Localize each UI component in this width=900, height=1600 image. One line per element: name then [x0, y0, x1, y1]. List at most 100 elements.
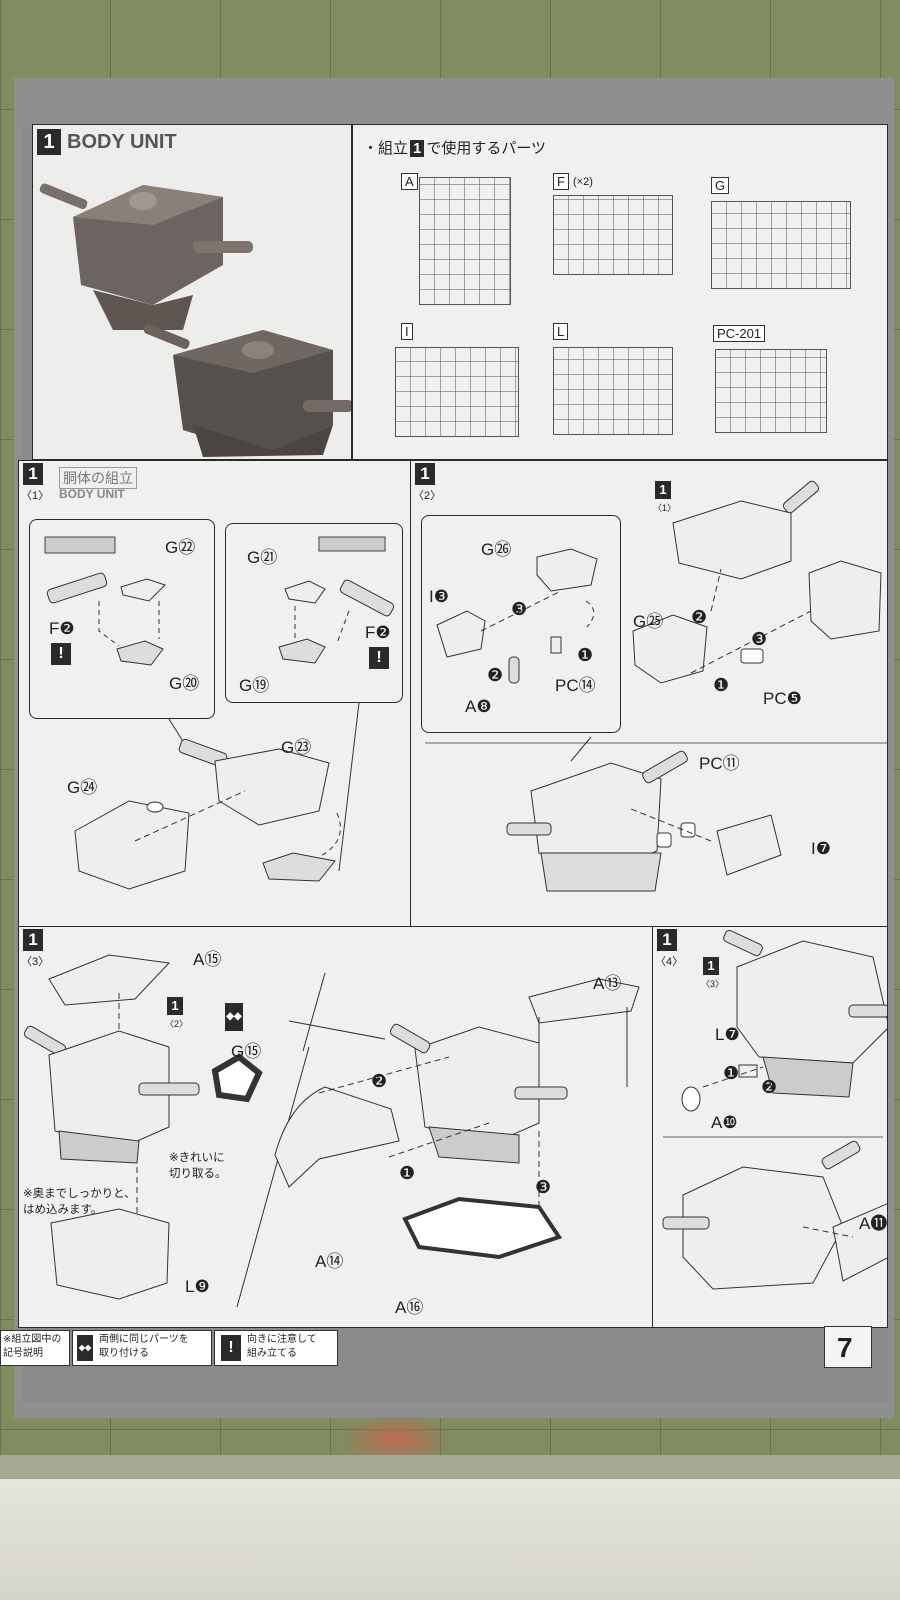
runner-pc201 — [715, 349, 827, 433]
step-1-2-panel: 1 〈2〉 1 〈1〉 — [410, 460, 888, 928]
step-1-3-diagram — [23, 954, 640, 1308]
part-i3: I❸ — [429, 587, 449, 606]
part-a13: A⑬ — [593, 974, 622, 993]
reference-step: 1 — [703, 957, 719, 975]
part-g24: G㉔ — [67, 778, 98, 797]
part-g26: G㉖ — [481, 540, 512, 559]
part-l9: L❾ — [185, 1277, 210, 1296]
warning-icon: ! — [221, 1335, 241, 1361]
runner-a-label: A — [401, 173, 418, 190]
callout-right — [225, 523, 403, 703]
part-g23: G㉓ — [281, 738, 312, 757]
part-f2-right: F❷ — [365, 623, 391, 642]
order-marker: ❸ — [751, 629, 768, 649]
runner-f-label: F — [553, 173, 569, 190]
legend-title: 記号説明 — [3, 1348, 43, 1359]
part-pc5: PC❺ — [763, 689, 802, 708]
step-number: 1 — [23, 463, 43, 485]
step-1-3-panel: 1 〈3〉 1 〈2〉 ◆◆ — [18, 926, 654, 1328]
part-pc14: PC⑭ — [555, 676, 596, 695]
part-i7: I❼ — [811, 839, 831, 858]
step-1-1-diagram — [44, 536, 395, 890]
legend-pair-text: 両側に同じパーツを — [99, 1334, 189, 1345]
table-edge — [0, 1455, 900, 1600]
page-number: 7 — [837, 1332, 853, 1363]
part-g21: G㉑ — [247, 548, 278, 567]
part-a15: A⑮ — [193, 950, 222, 969]
substep-label: 〈2〉 — [413, 490, 442, 502]
runner-i — [395, 347, 519, 437]
legend-title-box: ※組立図中の 記号説明 — [0, 1330, 70, 1366]
part-a14: A⑭ — [315, 1252, 344, 1271]
part-g20: G⑳ — [169, 674, 200, 693]
step-number: 1 — [23, 929, 43, 951]
pair-symbol-icon: ◆◆ — [225, 1003, 243, 1031]
order-marker: ❷ — [371, 1071, 388, 1091]
part-g22: G㉒ — [165, 538, 196, 557]
step-1-1-panel: 1 〈1〉 胴体の組立 BODY UNIT — [18, 460, 412, 928]
fit-firmly-note: ※奥までしっかりと、はめ込みます。 — [23, 1186, 136, 1216]
runner-pc201-label: PC-201 — [713, 325, 766, 342]
legend-warning-box: ! 向きに注意して 組み立てる — [214, 1330, 338, 1366]
order-marker: ❷ — [487, 665, 504, 685]
part-a10: A❿ — [711, 1113, 738, 1132]
part-g15: G⑮ — [231, 1042, 262, 1061]
step-1-4-diagram — [662, 929, 887, 1290]
reference-substep: 〈2〉 — [165, 1019, 189, 1029]
part-l7: L❼ — [715, 1025, 740, 1044]
runner-g-label: G — [711, 177, 730, 194]
legend-pair-box: ◆◆ 両側に同じパーツを 取り付ける — [72, 1330, 212, 1366]
order-marker: ❸ — [511, 599, 528, 619]
legend-warning-text: 組み立てる — [247, 1348, 297, 1359]
runner-g — [711, 201, 851, 289]
warning-icon: ! — [369, 647, 389, 669]
order-marker: ❷ — [761, 1077, 778, 1097]
pair-symbol-icon: ◆◆ — [77, 1335, 93, 1361]
page-number-box: 7 — [824, 1326, 872, 1368]
part-g19: G⑲ — [239, 676, 270, 695]
order-marker: ❶ — [713, 675, 730, 695]
runner-f — [553, 195, 673, 275]
body-unit-photo-panel: 1 BODY UNIT — [32, 124, 352, 460]
step-1-2-diagram — [425, 480, 887, 892]
substep-label: 〈1〉 — [21, 490, 50, 502]
part-a8: A❽ — [465, 697, 492, 716]
part-f2-left: F❷ — [49, 619, 75, 638]
legend-title: ※組立図中の — [3, 1334, 62, 1345]
warning-icon: ! — [51, 643, 71, 665]
runner-f-quantity: (×2) — [573, 176, 593, 188]
part-a11: A⓫ — [859, 1214, 888, 1233]
substep-title-en: BODY UNIT — [59, 487, 125, 501]
cut-cleanly-note: ※きれいに切り取る。 — [169, 1150, 227, 1180]
substep-label: 〈4〉 — [655, 956, 684, 968]
runner-l — [553, 347, 673, 435]
order-marker: ❶ — [577, 645, 594, 665]
part-g25: G㉕ — [633, 612, 664, 631]
legend-pair-text: 取り付ける — [99, 1348, 149, 1359]
runner-l-label: L — [553, 323, 569, 340]
step-1-4-panel: 1 〈4〉 1 〈3〉 L❼ A❿ A⓫ ❶ ❷ — [652, 926, 888, 1328]
order-marker: ❷ — [691, 607, 708, 627]
substep-label: 〈3〉 — [21, 956, 50, 968]
legend-warning-text: 向きに注意して — [247, 1334, 317, 1345]
order-marker: ❶ — [399, 1163, 416, 1183]
runner-i-label: I — [401, 323, 413, 340]
reference-step: 1 — [655, 481, 671, 499]
section-title: BODY UNIT — [67, 131, 177, 153]
step-number: 1 — [415, 463, 435, 485]
runner-a — [419, 177, 511, 305]
reference-step: 1 — [167, 997, 183, 1015]
reference-substep: 〈3〉 — [701, 979, 725, 989]
substep-title: 胴体の組立 — [59, 467, 137, 489]
step-number: 1 — [37, 129, 61, 155]
part-pc11: PC⑪ — [699, 754, 740, 773]
part-a16: A⑯ — [395, 1298, 424, 1317]
order-marker: ❸ — [535, 1177, 552, 1197]
step-number: 1 — [657, 929, 677, 951]
order-marker: ❶ — [723, 1063, 740, 1083]
body-unit-photo — [39, 183, 351, 457]
reference-substep: 〈1〉 — [653, 503, 677, 513]
